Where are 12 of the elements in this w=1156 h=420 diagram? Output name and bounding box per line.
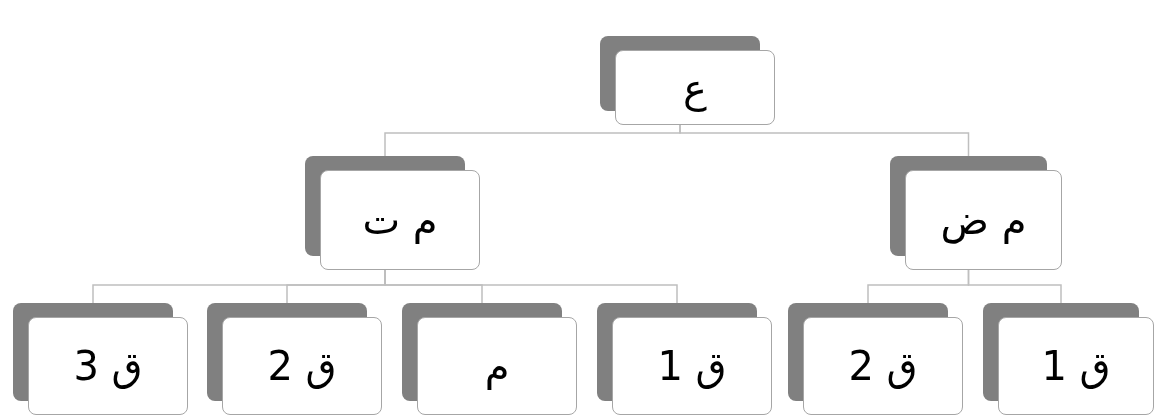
- box-label: ع: [683, 64, 707, 111]
- box-label: ق 2: [267, 343, 337, 389]
- box-label: ق 2: [848, 343, 918, 389]
- connector: [967, 269, 1062, 304]
- box-label: م: [484, 343, 510, 389]
- box-label: ق 1: [1041, 343, 1111, 389]
- connector: [679, 124, 970, 157]
- box-label: م ض: [940, 197, 1027, 243]
- connector: [384, 269, 678, 304]
- box-label: ق 3: [73, 343, 143, 389]
- box-label: ق 1: [657, 343, 727, 389]
- box-label: م ت: [362, 197, 438, 243]
